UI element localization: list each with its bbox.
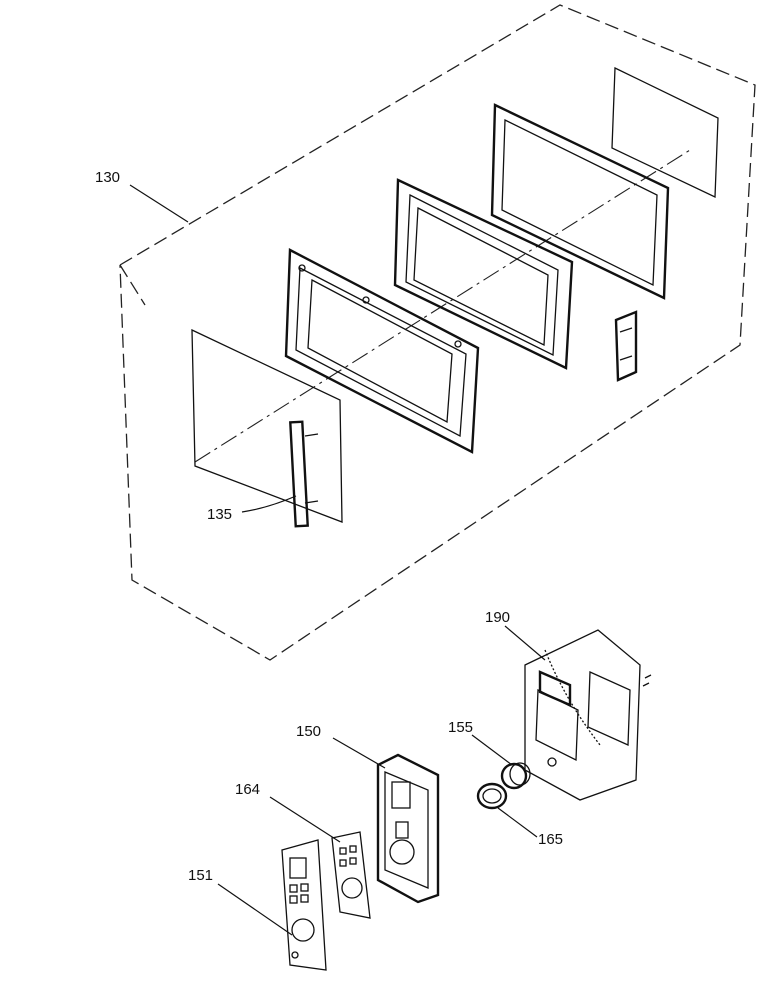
label-190: 190 xyxy=(485,609,510,626)
door-assembly-box xyxy=(119,4,756,661)
knob-ring xyxy=(476,782,508,810)
leader-150 xyxy=(332,737,386,769)
door-seal-frame xyxy=(490,103,670,300)
door-outer-frame xyxy=(284,248,480,454)
front-glass-panel xyxy=(191,328,343,523)
door-latch-hook xyxy=(614,310,638,382)
leader-130 xyxy=(129,184,189,223)
label-135: 135 xyxy=(207,506,232,523)
door-handle xyxy=(289,420,319,528)
door-inner-frame xyxy=(393,178,574,370)
control-panel-frame xyxy=(376,753,440,904)
inner-window-pane xyxy=(611,66,719,199)
leader-190 xyxy=(504,625,546,661)
label-151: 151 xyxy=(188,867,213,884)
control-knob xyxy=(500,762,531,790)
leader-164 xyxy=(269,796,341,843)
leader-155 xyxy=(471,734,513,766)
assembly-axis-line xyxy=(194,149,691,463)
leader-151 xyxy=(217,883,293,936)
control-pcb-box xyxy=(524,629,652,801)
leader-165 xyxy=(497,807,538,838)
label-164: 164 xyxy=(235,781,260,798)
label-155: 155 xyxy=(448,719,473,736)
control-panel-overlay xyxy=(281,839,327,971)
membrane-keypad xyxy=(331,831,371,919)
label-130: 130 xyxy=(95,169,120,186)
label-150: 150 xyxy=(296,723,321,740)
leader-135 xyxy=(241,495,297,513)
label-165: 165 xyxy=(538,831,563,848)
